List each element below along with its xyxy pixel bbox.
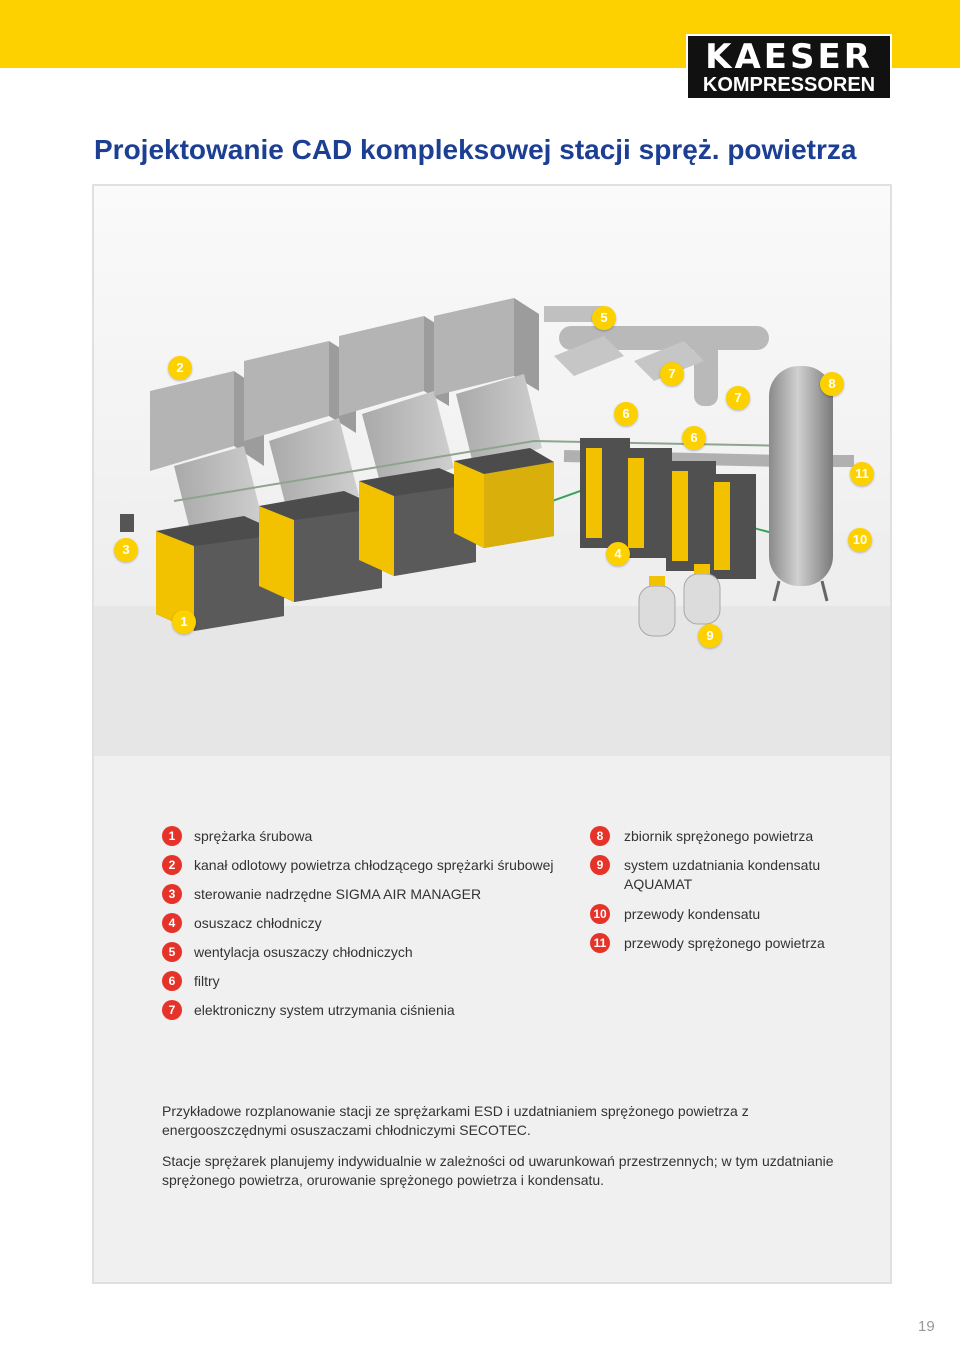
description-paragraph-2: Stacje sprężarek planujemy indywidualnie… (162, 1153, 834, 1188)
legend-number: 4 (162, 913, 182, 933)
legend-text: sprężarka śrubowa (194, 828, 313, 844)
legend-number: 5 (162, 942, 182, 962)
compressor-units (156, 448, 554, 631)
legend-number: 11 (590, 933, 610, 953)
callout-6b: 6 (682, 426, 706, 450)
legend-text: kanał odlotowy powietrza chłodzącego spr… (194, 857, 554, 873)
legend-number: 1 (162, 826, 182, 846)
legend-text: sterowanie nadrzędne SIGMA AIR MANAGER (194, 886, 482, 902)
legend-text: zbiornik sprężonego powietrza (624, 828, 814, 844)
legend-text-continued: AQUAMAT (624, 876, 693, 892)
legend-number: 6 (162, 971, 182, 991)
content-frame: 1 2 3 4 5 6 6 7 7 8 9 10 11 1 sprężarka … (92, 184, 892, 1284)
legend-area: 1 sprężarka śrubowa 2 kanał odlotowy pow… (94, 756, 890, 1282)
callout-9: 9 (698, 624, 722, 648)
sigma-air-manager (120, 514, 134, 532)
legend-text: elektroniczny system utrzymania ciśnieni… (194, 1002, 455, 1018)
logo-sub-text: KOMPRESSOREN (702, 74, 876, 96)
floor (94, 606, 890, 756)
legend-number: 7 (162, 1000, 182, 1020)
dryer-units (580, 438, 756, 579)
callout-6a: 6 (614, 402, 638, 426)
callout-4: 4 (606, 542, 630, 566)
page-title: Projektowanie CAD kompleksowej stacji sp… (94, 134, 857, 165)
legend-text: osuszacz chłodniczy (194, 915, 322, 931)
kaeser-logo: KAESER KOMPRESSOREN (686, 34, 892, 100)
callout-7a: 7 (660, 362, 684, 386)
dryer-ventilation (544, 306, 769, 406)
callout-2: 2 (168, 356, 192, 380)
callout-5: 5 (592, 306, 616, 330)
callout-3: 3 (114, 538, 138, 562)
page-number: 19 (918, 1318, 935, 1335)
legend-number: 2 (162, 855, 182, 875)
legend-text: wentylacja osuszaczy chłodniczych (194, 944, 413, 960)
legend-text: filtry (194, 973, 220, 989)
description-paragraph-1: Przykładowe rozplanowanie stacji ze sprę… (162, 1103, 749, 1138)
air-receiver-tank (769, 366, 833, 602)
legend-number: 3 (162, 884, 182, 904)
legend-text: przewody sprężonego powietrza (624, 935, 825, 951)
condensate-treatment (638, 564, 721, 637)
callout-8: 8 (820, 372, 844, 396)
callout-1: 1 (172, 610, 196, 634)
legend-number: 8 (590, 826, 610, 846)
station-illustration (94, 186, 890, 756)
callout-11: 11 (850, 462, 874, 486)
callout-7b: 7 (726, 386, 750, 410)
legend-text: system uzdatniania kondensatu (624, 857, 821, 873)
legend-text: przewody kondensatu (624, 906, 761, 922)
legend-number: 10 (590, 904, 610, 924)
legend-number: 9 (590, 855, 610, 875)
logo-brand-text: KAESER (705, 37, 873, 77)
callout-10: 10 (848, 528, 872, 552)
